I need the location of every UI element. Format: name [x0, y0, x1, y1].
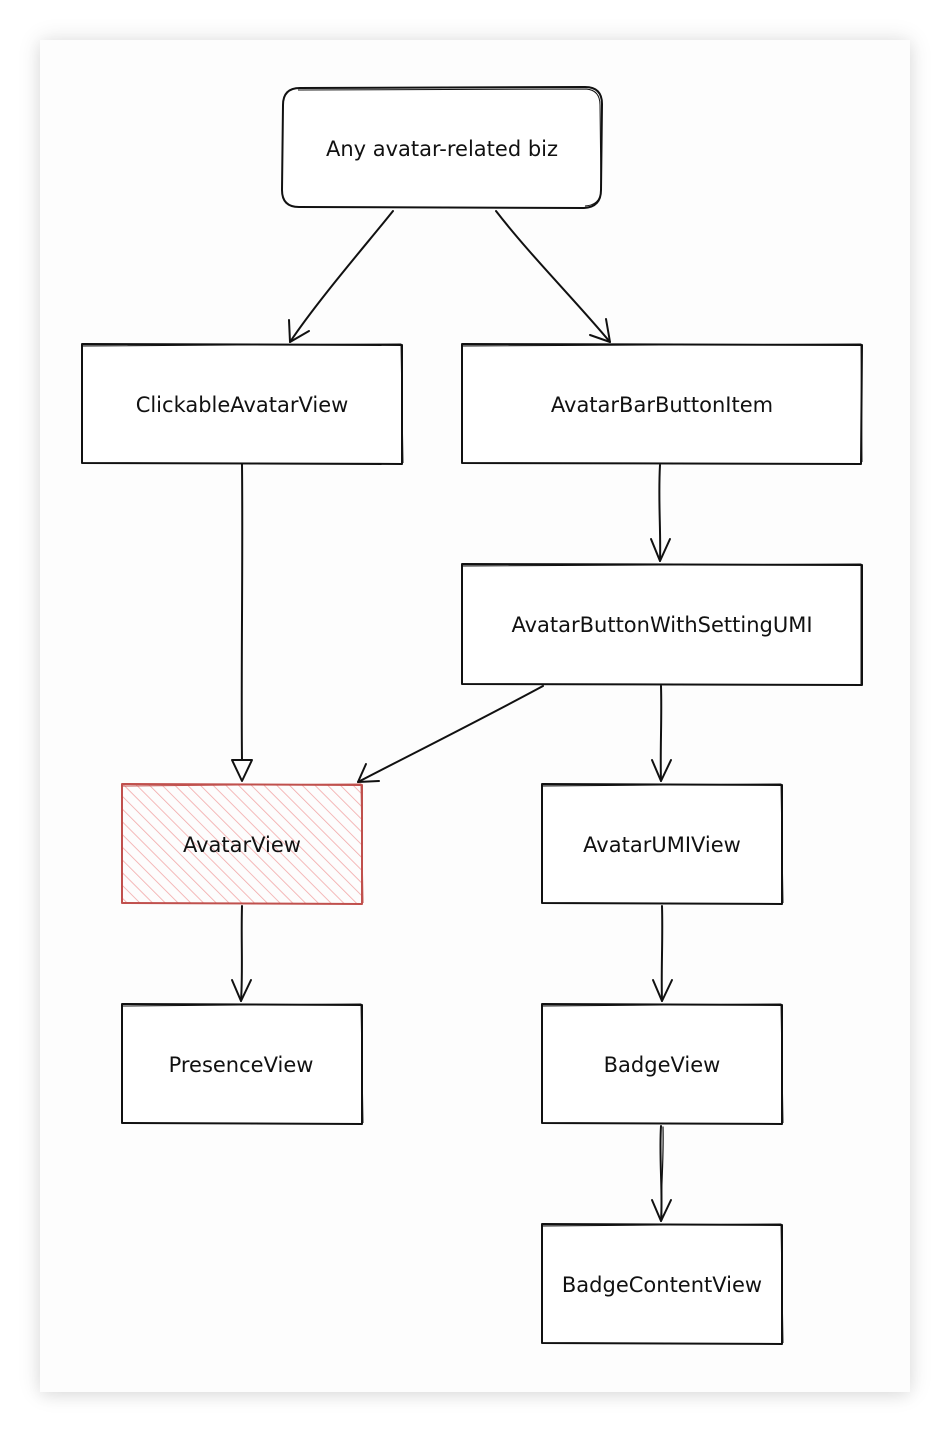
node-label: AvatarBarButtonItem	[551, 393, 773, 417]
node-label: Any avatar-related biz	[326, 137, 558, 161]
edge-root-to-clickable-avatar-view	[288, 210, 394, 343]
node-label: BadgeView	[604, 1053, 721, 1077]
edge-clickable-avatar-view-to-avatar-view	[231, 463, 253, 782]
node-avatar-button-with-setting-umi: AvatarButtonWithSettingUMI	[461, 563, 863, 686]
node-avatar-umi-view: AvatarUMIView	[541, 783, 784, 905]
node-avatar-view: AvatarView	[121, 783, 364, 905]
edge-root-to-avatar-bar-button-item	[495, 210, 611, 343]
edge-avatar-button-with-setting-umi-to-avatar-umi-view	[651, 685, 672, 782]
node-label: AvatarView	[183, 833, 301, 857]
edge-avatar-umi-view-to-badge-view	[652, 905, 673, 1002]
node-clickable-avatar-view: ClickableAvatarView	[81, 343, 404, 465]
edge-avatar-view-to-presence-view	[231, 905, 252, 1002]
node-badge-content-view: BadgeContentView	[541, 1223, 784, 1345]
node-presence-view: PresenceView	[121, 1003, 364, 1125]
node-any-avatar-related-biz: Any avatar-related biz	[281, 86, 603, 209]
node-label: BadgeContentView	[562, 1273, 762, 1297]
node-badge-view: BadgeView	[541, 1003, 784, 1125]
edge-avatar-bar-button-item-to-avatar-button-with-setting-umi	[650, 464, 671, 562]
node-avatar-bar-button-item: AvatarBarButtonItem	[461, 343, 863, 465]
edge-avatar-button-with-setting-umi-to-avatar-view	[357, 685, 544, 783]
edge-badge-view-to-badge-content-view	[651, 1125, 672, 1222]
node-label: AvatarUMIView	[583, 833, 741, 857]
node-label: ClickableAvatarView	[136, 393, 349, 417]
node-label: AvatarButtonWithSettingUMI	[511, 613, 812, 637]
node-label: PresenceView	[169, 1053, 314, 1077]
diagram-canvas	[40, 40, 910, 1392]
